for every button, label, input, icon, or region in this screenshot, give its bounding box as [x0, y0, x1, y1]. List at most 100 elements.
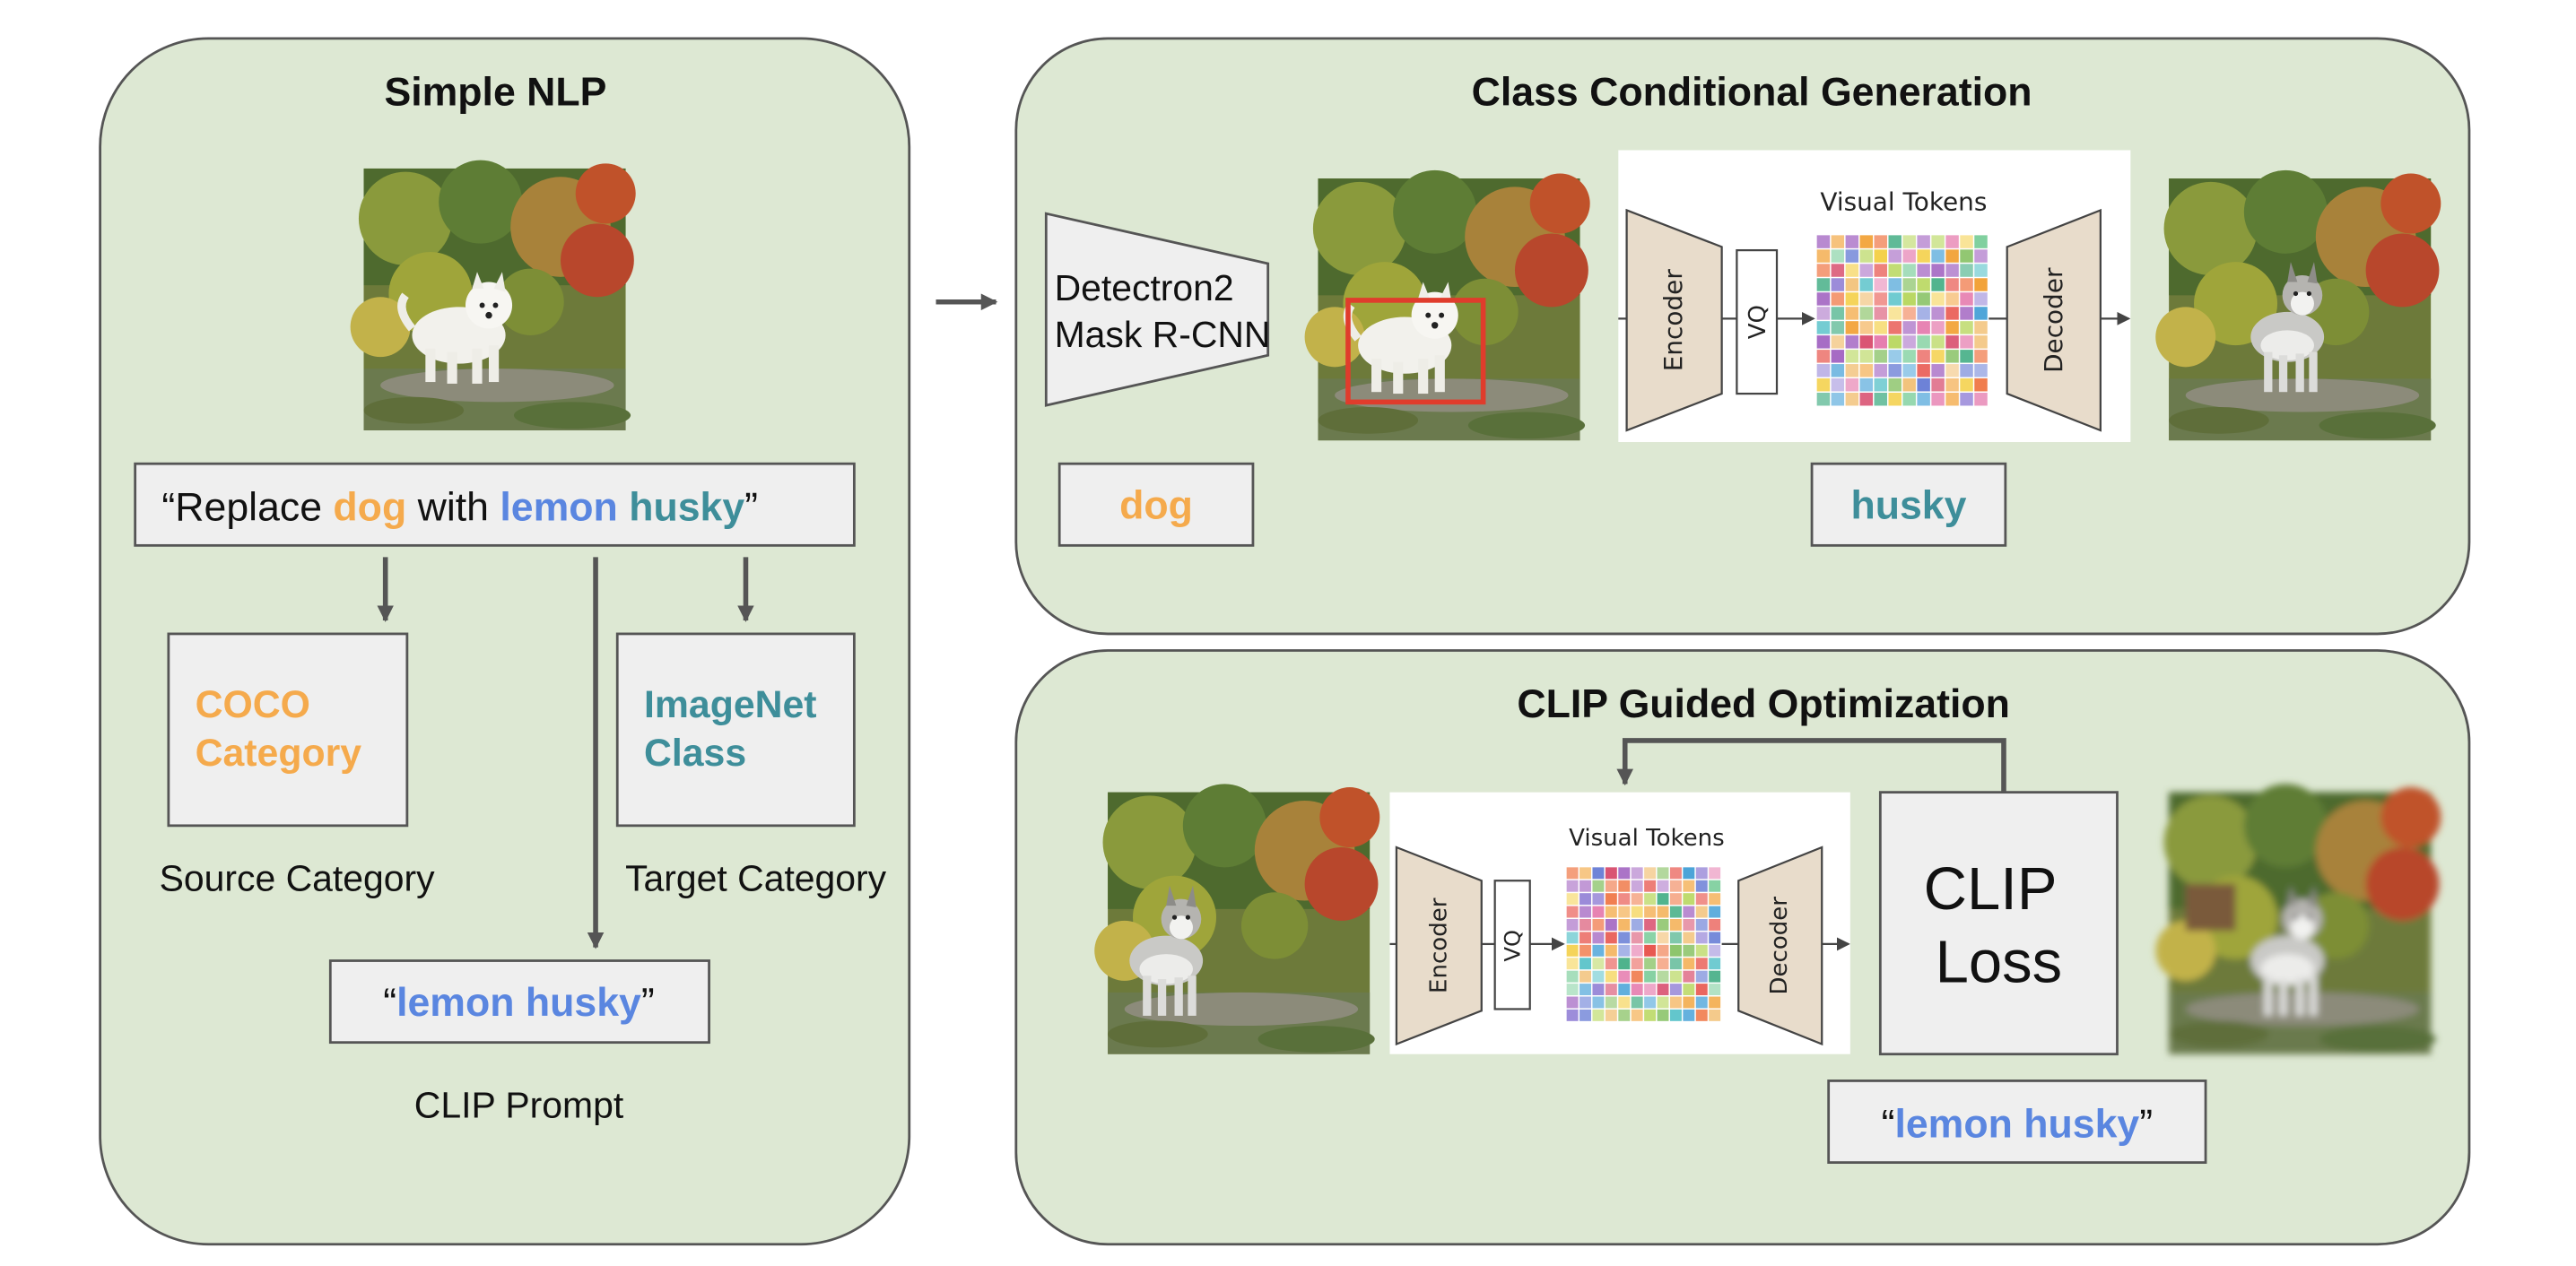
visual-token-cell — [1592, 880, 1605, 892]
visual-token-cell — [1657, 919, 1669, 931]
decoder-label-top: Decoder — [2039, 267, 2068, 373]
visual-tokens-label-bottom: Visual Tokens — [1569, 825, 1725, 852]
visual-token-cell — [1592, 996, 1605, 1009]
visual-token-cell — [1960, 392, 1973, 406]
visual-token-cell — [1605, 919, 1617, 931]
visual-token-cell — [1618, 919, 1631, 931]
visual-token-cell — [1859, 235, 1874, 248]
encoder-label-top: Encoder — [1658, 269, 1688, 372]
visual-token-cell — [1566, 867, 1579, 880]
visual-token-cell — [1592, 958, 1605, 970]
visual-token-cell — [1859, 292, 1874, 306]
visual-token-cell — [1902, 378, 1916, 392]
visual-token-cell — [1974, 350, 1988, 363]
clip-prompt-text: “lemon husky” — [383, 981, 655, 1025]
visual-token-cell — [1859, 364, 1874, 377]
visual-token-cell — [1845, 350, 1859, 363]
visual-token-cell — [1631, 880, 1643, 892]
visual-token-cell — [1960, 235, 1973, 248]
visual-token-cell — [1566, 906, 1579, 918]
visual-token-cell — [1931, 307, 1945, 320]
visual-token-cell — [1902, 292, 1916, 306]
visual-token-cell — [1618, 944, 1631, 957]
visual-tokens-grid-bottom — [1566, 867, 1721, 1021]
visual-token-cell — [1902, 350, 1916, 363]
visual-token-cell — [1960, 264, 1973, 277]
visual-token-cell — [1902, 321, 1916, 334]
visual-token-cell — [1902, 249, 1916, 263]
visual-token-cell — [1709, 984, 1721, 996]
visual-token-cell — [1974, 235, 1988, 248]
visual-token-cell — [1566, 919, 1579, 931]
visual-token-cell — [1669, 944, 1682, 957]
visual-token-cell — [1960, 378, 1973, 392]
visual-token-cell — [1695, 893, 1708, 906]
visual-token-cell — [1657, 970, 1669, 983]
visual-token-cell — [1605, 996, 1617, 1009]
visual-token-cell — [1657, 893, 1669, 906]
visual-token-cell — [1945, 392, 1959, 406]
visual-token-cell — [1816, 235, 1831, 248]
visual-token-cell — [1709, 932, 1721, 944]
imagenet-class-box — [615, 632, 856, 828]
visual-token-cell — [1592, 932, 1605, 944]
visual-token-cell — [1605, 932, 1617, 944]
visual-token-cell — [1580, 867, 1591, 880]
visual-token-cell — [1644, 970, 1657, 983]
visual-token-cell — [1974, 292, 1988, 306]
imagenet-class-text: ImageNet Class — [644, 683, 827, 775]
visual-token-cell — [1902, 392, 1916, 406]
visual-token-cell — [1831, 307, 1845, 320]
visual-token-cell — [1859, 264, 1874, 277]
visual-token-cell — [1845, 249, 1859, 263]
visual-token-cell — [1695, 958, 1708, 970]
visual-token-cell — [1974, 321, 1988, 334]
visual-token-cell — [1605, 984, 1617, 996]
clip-guided-prompt-text: “lemon husky” — [1882, 1103, 2154, 1147]
visual-token-cell — [1931, 364, 1945, 377]
detector-block — [1044, 212, 1270, 407]
visual-token-cell — [1618, 867, 1631, 880]
codec-panel-top: Encoder VQ Visual Tokens Decoder — [1618, 150, 2131, 443]
visual-token-cell — [1816, 321, 1831, 334]
source-label-box — [1057, 462, 1255, 547]
visual-token-cell — [1580, 996, 1591, 1009]
visual-token-cell — [1709, 880, 1721, 892]
visual-token-cell — [1580, 1009, 1591, 1021]
visual-token-cell — [1816, 278, 1831, 291]
visual-token-cell — [1917, 264, 1930, 277]
clip-loss-box — [1878, 791, 2119, 1056]
visual-token-cell — [1874, 249, 1887, 263]
visual-token-cell — [1644, 1009, 1657, 1021]
visual-token-cell — [1580, 893, 1591, 906]
visual-token-cell — [1657, 996, 1669, 1009]
visual-token-cell — [1618, 906, 1631, 918]
visual-token-cell — [1945, 335, 1959, 349]
visual-token-cell — [1902, 278, 1916, 291]
visual-token-cell — [1580, 958, 1591, 970]
visual-token-cell — [1917, 292, 1930, 306]
visual-token-cell — [1683, 906, 1695, 918]
visual-token-cell — [1874, 321, 1887, 334]
visual-token-cell — [1902, 307, 1916, 320]
visual-token-cell — [1669, 958, 1682, 970]
clip-prompt-caption: CLIP Prompt — [414, 1084, 624, 1125]
visual-token-cell — [1888, 307, 1902, 320]
visual-token-cell — [1580, 906, 1591, 918]
visual-token-cell — [1816, 292, 1831, 306]
visual-token-cell — [1580, 984, 1591, 996]
visual-token-cell — [1669, 919, 1682, 931]
visual-token-cell — [1931, 321, 1945, 334]
clip-input-husky-image — [1094, 784, 1380, 1054]
visual-token-cell — [1831, 335, 1845, 349]
visual-tokens-grid-top — [1816, 235, 1988, 406]
visual-token-cell — [1566, 944, 1579, 957]
visual-token-cell — [1960, 364, 1973, 377]
visual-token-cell — [1592, 970, 1605, 983]
visual-token-cell — [1631, 906, 1643, 918]
visual-token-cell — [1709, 906, 1721, 918]
visual-token-cell — [1657, 867, 1669, 880]
class-conditional-title: Class Conditional Generation — [1472, 70, 2032, 114]
visual-token-cell — [1816, 364, 1831, 377]
visual-token-cell — [1859, 335, 1874, 349]
